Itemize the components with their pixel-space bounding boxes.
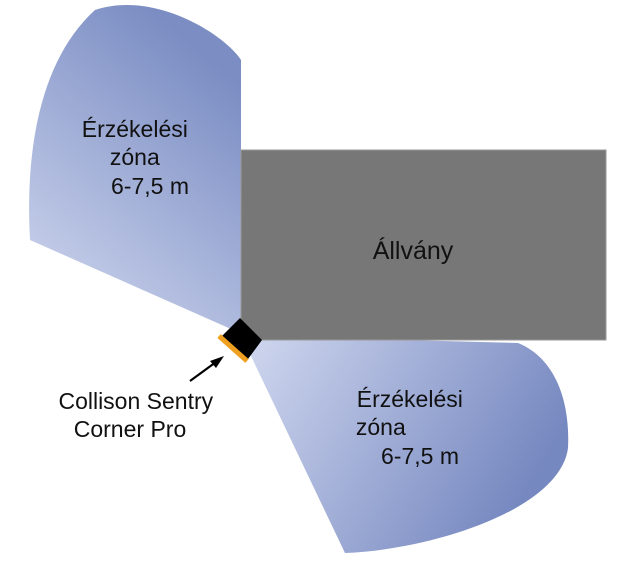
device-label: Collison Sentry Corner Pro	[58, 388, 219, 442]
device-pointer-arrow	[189, 356, 224, 382]
detection-zone-upper	[29, 5, 242, 334]
device-label-line1: Collison Sentry	[58, 388, 213, 414]
sensor-body	[222, 318, 262, 359]
zone-lower-label: Érzékelési zóna 6-7,5 m	[356, 386, 469, 469]
rack-block	[240, 149, 607, 341]
zone-lower-line2: zóna	[356, 414, 406, 440]
zone-lower-line3: 6-7,5 m	[381, 443, 459, 469]
zone-upper-line2: zóna	[110, 144, 160, 170]
zone-upper-label: Érzékelési zóna 6-7,5 m	[82, 116, 195, 199]
rack-label: Állvány	[373, 236, 454, 265]
zone-upper-line3: 6-7,5 m	[111, 173, 189, 199]
sensor-accent-stripe	[217, 334, 249, 363]
zone-lower-line1: Érzékelési	[357, 386, 463, 412]
device-label-line2: Corner Pro	[74, 416, 186, 442]
sensor-device	[217, 318, 262, 363]
detection-zone-lower	[240, 333, 569, 553]
zone-upper-line1: Érzékelési	[82, 116, 188, 142]
